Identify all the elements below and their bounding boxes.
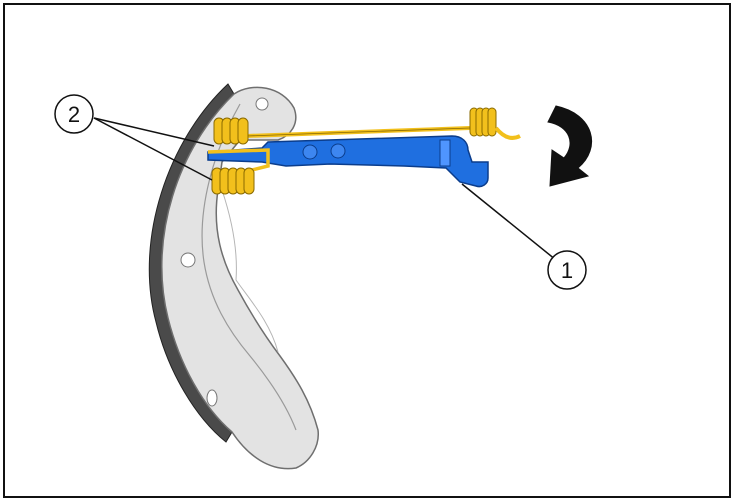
callout-2-leader-lower	[93, 117, 213, 181]
upper-spring-wire-edge	[245, 127, 471, 137]
lever-slot	[439, 139, 451, 167]
shoe-hole-middle	[180, 252, 196, 268]
diagram-frame	[3, 3, 731, 498]
lower-coil	[211, 167, 255, 195]
shoe-rib	[221, 189, 279, 353]
callout-1-leader	[461, 183, 557, 261]
callout-1-circle	[547, 250, 587, 290]
shoe-hole-upper	[255, 97, 269, 111]
shoe-contour	[201, 103, 297, 431]
callout-2-leader-upper	[93, 117, 215, 147]
shoe-hole-lower	[206, 389, 218, 407]
lever-rivet-1	[302, 144, 318, 160]
upper-right-coil	[469, 107, 497, 137]
lever-rivet-2	[330, 143, 346, 159]
callout-2-circle	[54, 94, 94, 134]
upper-spring-hook	[494, 126, 521, 140]
lower-spring-wire	[207, 148, 270, 172]
brake-shoe	[161, 86, 319, 470]
callout-2-label: 2	[68, 102, 80, 127]
curved-arrow-clockwise-icon	[547, 105, 593, 187]
upper-left-coil	[213, 117, 249, 145]
parking-brake-lever	[207, 135, 489, 188]
callout-1-label: 1	[561, 258, 573, 283]
